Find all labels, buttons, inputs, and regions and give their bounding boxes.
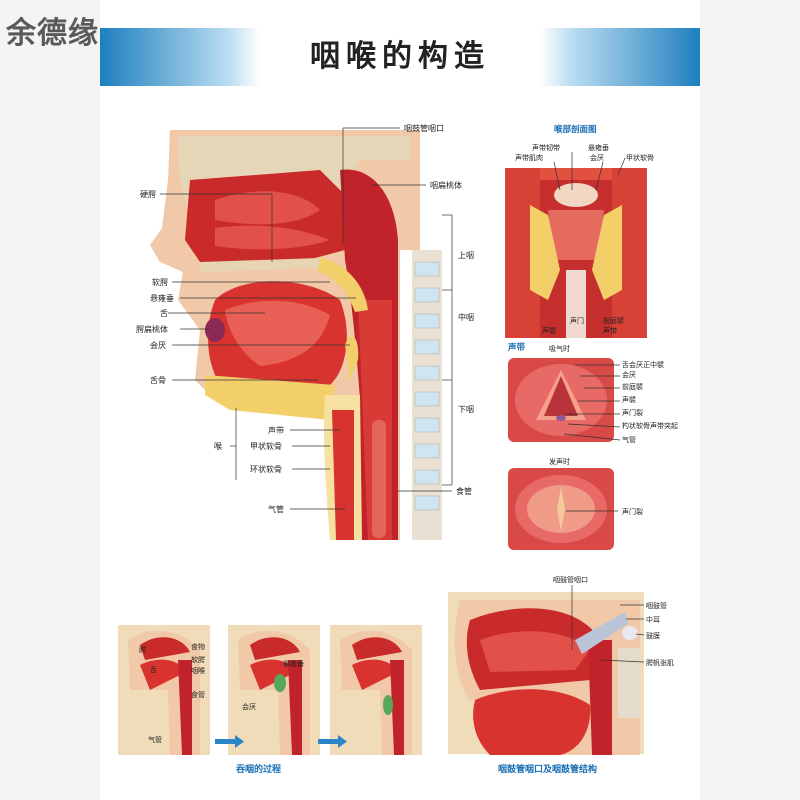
label-vestibular-fold: 前庭襞 bbox=[603, 316, 624, 325]
eustachian-figure bbox=[448, 592, 644, 755]
label-vocal-cord: 声带 bbox=[268, 425, 284, 435]
label-swallow-soft-palate: 软腭 bbox=[191, 655, 205, 664]
sagittal-section-figure bbox=[148, 128, 446, 540]
label-swallow-food: 食物 bbox=[191, 642, 205, 651]
label-swallow-palate: 腭 bbox=[139, 646, 146, 654]
label-vocalis-muscle: 声带肌肉 bbox=[515, 153, 543, 162]
swallow-panel-1 bbox=[118, 625, 210, 755]
label-eust-opening: 咽鼓管咽口 bbox=[553, 575, 588, 584]
label-swallow-tongue: 舌 bbox=[150, 665, 157, 674]
label-inhale-2: 前庭襞 bbox=[622, 382, 643, 391]
banner-gradient-left bbox=[100, 28, 260, 86]
poster-title: 咽喉的构造 bbox=[310, 39, 490, 74]
swallowing-caption: 吞咽的过程 bbox=[236, 763, 281, 775]
label-eust-tensor: 腭帆张肌 bbox=[646, 658, 674, 667]
larynx-section-title: 喉部剖面图 bbox=[554, 124, 597, 135]
label-uvula: 悬雍垂 bbox=[150, 293, 174, 303]
label-eust-middle-ear: 中耳 bbox=[646, 615, 660, 624]
label-swallow-pharynx: 咽喉 bbox=[191, 666, 205, 675]
label-inhale-5: 杓状软骨声带突起 bbox=[622, 421, 678, 430]
swallowing-panels bbox=[118, 625, 422, 755]
label-larynx-thyroid: 甲状软骨 bbox=[626, 153, 654, 162]
label-oropharynx: 中咽 bbox=[458, 312, 474, 322]
label-inhale-4: 声门裂 bbox=[622, 408, 643, 417]
label-swallow-trachea: 气管 bbox=[148, 735, 162, 744]
label-hyoid: 舌骨 bbox=[150, 375, 166, 385]
label-phonation-0: 声门裂 bbox=[622, 507, 643, 516]
phonation-title: 发声时 bbox=[549, 457, 570, 466]
eustachian-labels: 咽鼓管咽口 咽鼓管 中耳 鼓膜 腭帆张肌 bbox=[553, 575, 674, 667]
label-palatine-tonsil: 腭扁桃体 bbox=[136, 324, 168, 334]
label-larynx: 喉 bbox=[214, 441, 222, 451]
label-tongue: 舌 bbox=[160, 308, 168, 318]
title-banner: 咽喉的构造 bbox=[100, 28, 700, 86]
swallowing-labels: 腭 舌 食物 软腭 咽喉 食管 气管 悬雍垂 会厌 bbox=[139, 642, 304, 744]
inhale-labels: 舌会厌正中襞 会厌 前庭襞 声襞 声门裂 杓状软骨声带突起 气管 bbox=[563, 360, 678, 444]
label-pharyngeal-tonsil: 咽扁桃体 bbox=[430, 180, 462, 190]
vocal-cords-title: 声带 bbox=[507, 342, 526, 353]
label-nasopharynx: 上咽 bbox=[458, 251, 474, 260]
label-thyroid-cartilage: 甲状软骨 bbox=[250, 441, 282, 451]
swallow-panel-3 bbox=[330, 625, 422, 755]
label-swallow-uvula: 悬雍垂 bbox=[283, 659, 304, 668]
label-trachea: 气管 bbox=[268, 504, 284, 514]
label-eust-tube: 咽鼓管 bbox=[646, 601, 667, 610]
label-vocal-fold: 声襞 bbox=[542, 326, 556, 335]
banner-gradient-right bbox=[540, 28, 700, 86]
label-eustachian-opening: 咽鼓管咽口 bbox=[404, 123, 444, 133]
label-hard-palate: 硬腭 bbox=[140, 190, 156, 199]
label-eust-eardrum: 鼓膜 bbox=[646, 631, 660, 640]
label-esophagus: 食管 bbox=[456, 486, 472, 496]
label-laryngopharynx: 下咽 bbox=[458, 405, 474, 414]
label-larynx-epiglottis: 会厌 bbox=[590, 153, 604, 162]
larynx-section-figure bbox=[505, 168, 647, 338]
label-inhale-6: 气管 bbox=[622, 435, 636, 444]
sagittal-labels: 咽鼓管咽口 咽扁桃体 硬腭 上咽 中咽 下咽 软腭 悬雍垂 舌 腭扁桃体 会厌 … bbox=[136, 123, 474, 514]
inhale-title: 吸气时 bbox=[549, 344, 570, 353]
label-inhale-1: 会厌 bbox=[622, 370, 636, 379]
label-epiglottis: 会厌 bbox=[150, 340, 166, 350]
label-swallow-epiglottis: 会厌 bbox=[242, 702, 256, 711]
swallow-panel-2 bbox=[228, 625, 320, 755]
phonation-vocal-cords-figure bbox=[508, 468, 614, 550]
arrow-icon-2 bbox=[318, 735, 347, 748]
arrow-icon-1 bbox=[215, 735, 244, 748]
label-inhale-3: 声襞 bbox=[622, 395, 636, 404]
label-glottis: 声门 bbox=[570, 316, 584, 325]
label-larynx-vocal-cord: 声带 bbox=[603, 326, 617, 335]
label-swallow-esophagus: 食管 bbox=[191, 690, 205, 699]
label-larynx-uvula: 悬雍垂 bbox=[588, 143, 609, 152]
label-soft-palate: 软腭 bbox=[152, 277, 168, 287]
watermark: 余德缘 bbox=[6, 16, 99, 51]
label-inhale-0: 舌会厌正中襞 bbox=[622, 360, 664, 369]
inhale-vocal-cords-figure bbox=[508, 358, 614, 442]
larynx-section-labels: 声带韧带 声带肌肉 悬雍垂 会厌 甲状软骨 声襞 声门 前庭襞 声带 bbox=[515, 143, 654, 335]
label-cricoid-cartilage: 环状软骨 bbox=[250, 464, 282, 474]
label-vocal-ligament: 声带韧带 bbox=[532, 143, 560, 152]
eustachian-caption: 咽鼓管咽口及咽鼓管结构 bbox=[498, 763, 597, 775]
